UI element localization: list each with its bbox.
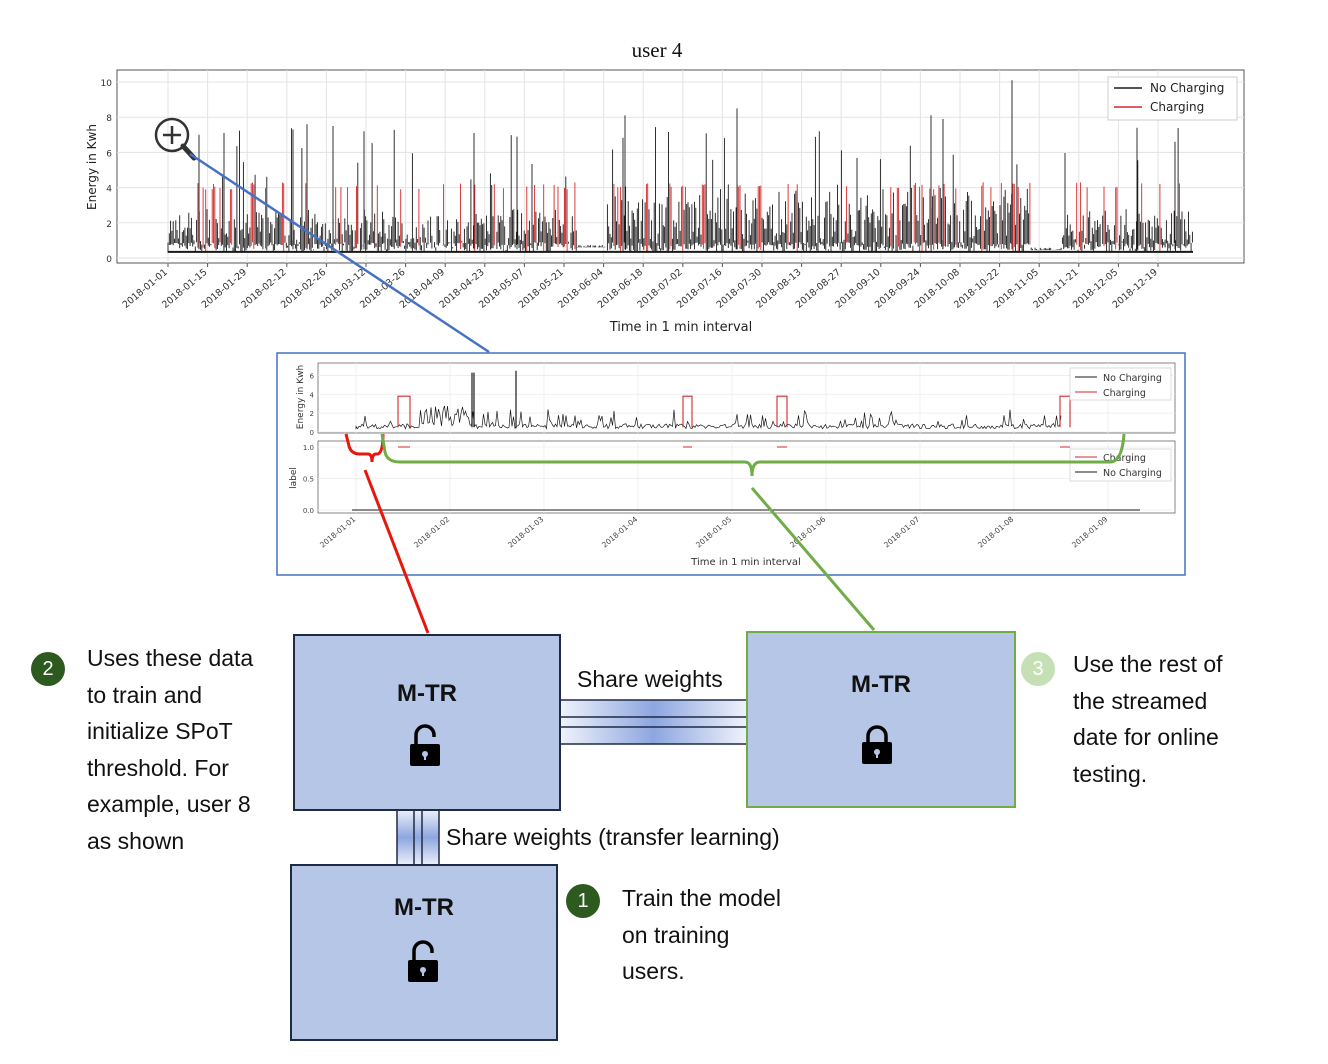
mtr-box-bottom: M-TR — [290, 864, 558, 1041]
top-chart: 0 2 4 6 8 10 2018-01-012018-01-152018-01-2920… — [85, 69, 1245, 335]
zoom-series-charging — [1059, 395, 1071, 428]
top-y-tick-label: 4 — [106, 185, 112, 195]
zoom-xlabel: Time in 1 min interval — [690, 557, 801, 568]
zoom-top-plot-frame — [317, 362, 1176, 434]
top-legend-charging: Charging — [1150, 100, 1204, 114]
zoom-top-y-tick-label: 0 — [310, 429, 314, 437]
top-y-tick-label: 8 — [106, 114, 112, 124]
top-chart-ylabel: Energy in Kwh — [85, 124, 99, 210]
unlock-icon — [410, 724, 440, 766]
mtr-box-left: M-TR — [293, 634, 561, 811]
zoom-ylabel-bottom: label — [289, 467, 299, 489]
top-chart-xlabel: Time in 1 min interval — [609, 320, 753, 335]
zoom-legend-bottom-no-charging: No Charging — [1103, 468, 1162, 479]
unlock-icon — [408, 940, 438, 982]
step-2-badge: 2 — [31, 652, 65, 686]
zoom-series-charging — [682, 395, 693, 428]
zoom-series-charging — [397, 395, 411, 428]
zoom-bottom-y-tick-label: 0.5 — [303, 476, 314, 484]
share-weights-transfer-label: Share weights (transfer learning) — [446, 824, 780, 850]
top-y-tick-label: 6 — [106, 149, 112, 159]
zoom-bottom-y-tick-label: 1.0 — [303, 444, 314, 452]
zoom-bottom-plot-frame — [317, 440, 1176, 514]
step-1-description: Train the model on training users. — [622, 885, 781, 984]
zoom-y-ticks: 0 2 4 6 0.0 0.5 1.0 — [303, 372, 315, 515]
share-weights-vertical-band — [396, 811, 440, 864]
zoom-series — [355, 370, 1071, 448]
step-2-description: Uses these data to train and initialize … — [87, 645, 254, 854]
step-3-description: Use the rest of the streamed date for on… — [1073, 651, 1223, 787]
zoom-top-y-tick-label: 6 — [310, 372, 315, 380]
red-bracket — [344, 433, 385, 463]
green-connector — [750, 487, 876, 631]
top-legend-frame — [1107, 76, 1238, 121]
zoom-grid — [318, 363, 1175, 513]
top-chart-legend: No Charging Charging — [1107, 76, 1238, 121]
zoom-series-spikes — [471, 370, 517, 429]
share-weights-horizontal-band — [561, 699, 746, 745]
mtr-box-right-title: M-TR — [851, 671, 911, 698]
top-y-tick-label: 0 — [106, 255, 112, 265]
mtr-box-left-title: M-TR — [397, 680, 457, 707]
red-connector — [363, 469, 430, 634]
top-chart-x-ticks: 2018-01-012018-01-152018-01-292018-02-12… — [121, 263, 1160, 311]
series-charging — [197, 182, 1180, 253]
share-weights-label: Share weights — [577, 666, 723, 692]
zoom-top-y-tick-label: 2 — [310, 410, 314, 418]
zoom-ylabel-top: Energy in Kwh — [296, 365, 306, 429]
zoom-legend-top-no-charging: No Charging — [1103, 373, 1162, 384]
lock-icon — [862, 725, 892, 764]
zoom-legend-top: No Charging Charging — [1069, 367, 1172, 401]
zoom-legend-bottom-charging: Charging — [1103, 453, 1146, 464]
green-bracket — [380, 433, 1126, 477]
zoom-bottom-y-tick-label: 0.0 — [303, 507, 314, 515]
mtr-box-right: M-TR — [746, 631, 1016, 808]
zoom-top-y-tick-label: 4 — [310, 391, 315, 399]
zoom-legend-top-charging: Charging — [1103, 388, 1146, 399]
step-3-badge: 3 — [1021, 652, 1055, 686]
top-legend-no-charging: No Charging — [1150, 81, 1224, 95]
mtr-box-bottom-title: M-TR — [394, 894, 454, 921]
zoom-link-line — [189, 152, 490, 354]
top-chart-grid — [117, 70, 1244, 263]
zoom-series-charging — [776, 395, 788, 428]
step-1-badge: 1 — [566, 884, 600, 918]
top-y-tick-label: 10 — [101, 79, 113, 89]
top-chart-y-ticks: 0 2 4 6 8 10 — [101, 79, 113, 265]
top-chart-title: user 4 — [632, 38, 683, 62]
top-y-tick-label: 2 — [106, 220, 112, 230]
zoom-legend-top-frame — [1069, 367, 1172, 401]
